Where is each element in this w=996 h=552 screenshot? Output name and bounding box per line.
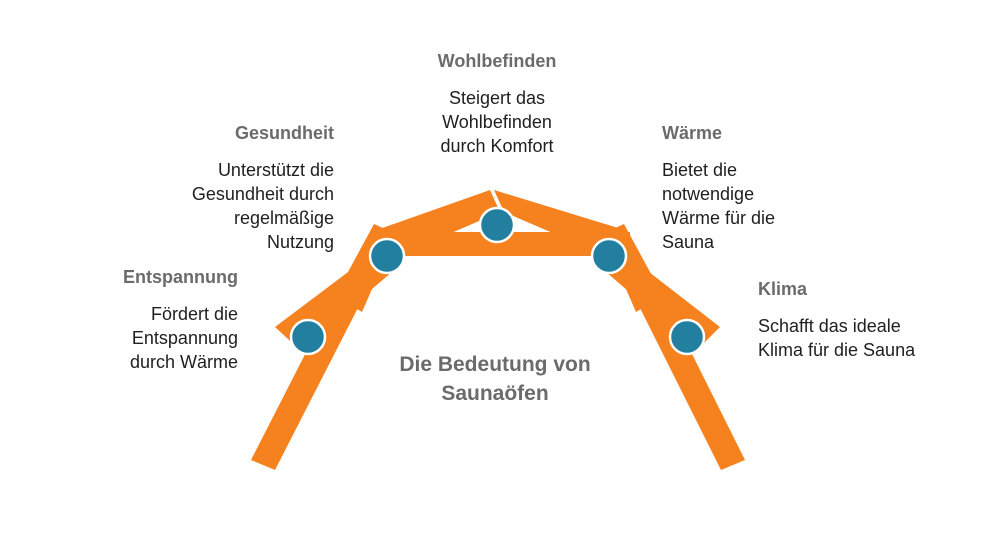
item-wohlbefinden: Wohlbefinden Steigert das Wohlbefinden d…: [397, 50, 597, 158]
item-klima: Klima Schafft das ideale Klima für die S…: [758, 278, 915, 362]
item-waerme: Wärme Bietet die notwendige Wärme für di…: [662, 122, 775, 254]
right-leg-beam: [636, 286, 745, 470]
node-entspannung: [289, 318, 327, 356]
node-klima: [668, 318, 706, 356]
item-gesundheit: Gesundheit Unterstützt die Gesundheit du…: [192, 122, 334, 254]
item-title: Wohlbefinden: [437, 51, 557, 71]
item-title: Klima: [758, 279, 808, 299]
item-description: Bietet die notwendige Wärme für die Saun…: [662, 160, 776, 252]
diagram-title: Die Bedeutung von Saunaöfen: [399, 353, 591, 405]
node-waerme: [590, 237, 628, 275]
item-entspannung: Entspannung Fördert die Entspannung durc…: [123, 266, 238, 374]
item-description: Steigert das Wohlbefinden durch Komfort: [440, 88, 554, 156]
joint-nodes: [289, 206, 706, 356]
left-leg-beam: [251, 286, 362, 470]
item-title: Gesundheit: [234, 123, 334, 143]
item-description: Fördert die Entspannung durch Wärme: [129, 304, 238, 372]
item-description: Schafft das ideale Klima für die Sauna: [758, 316, 916, 360]
node-wohlbefinden: [478, 206, 516, 244]
node-gesundheit: [368, 237, 406, 275]
item-title: Entspannung: [123, 267, 238, 287]
right-rafter: [494, 190, 628, 262]
item-description: Unterstützt die Gesundheit durch regelmä…: [191, 160, 334, 252]
item-title: Wärme: [662, 123, 723, 143]
